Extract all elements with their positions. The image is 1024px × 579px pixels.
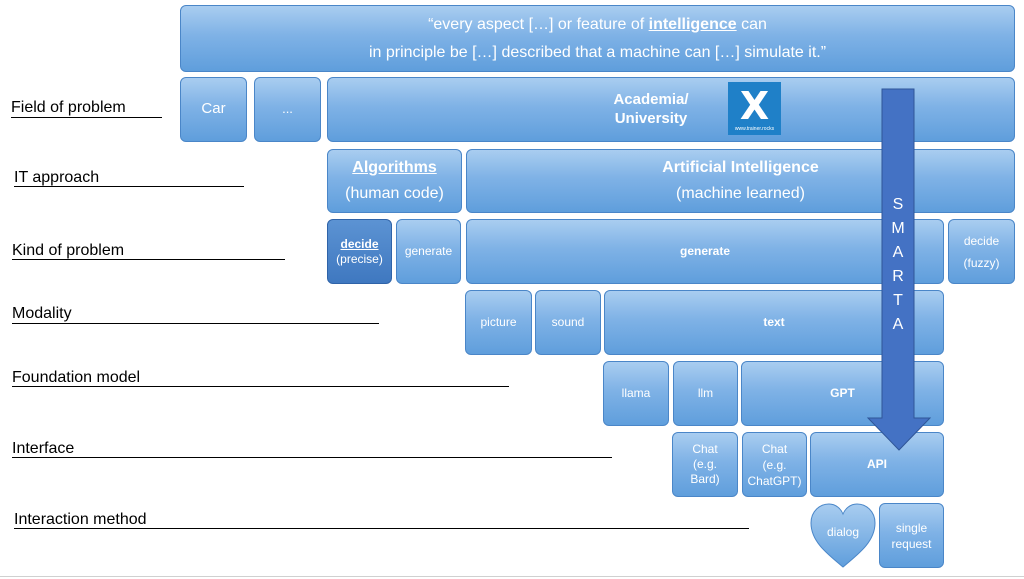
box-car-label: Car	[201, 100, 226, 118]
box-chat-bard: Chat (e.g. Bard)	[672, 432, 738, 497]
box-decide-fuzzy-sub: (fuzzy)	[963, 255, 1000, 270]
heart-dialog-shape	[810, 503, 876, 568]
quote-line-1: “every aspect […] or feature of intellig…	[428, 11, 767, 39]
smarta-letter-4: R	[892, 268, 904, 285]
line-field-of-problem	[11, 117, 162, 118]
smarta-letter-1: S	[892, 196, 904, 213]
box-generate-small: generate	[396, 219, 461, 284]
bottom-border	[0, 576, 1024, 577]
box-artificial-intelligence: Artificial Intelligence (machine learned…	[466, 149, 1015, 213]
box-llm: llm	[673, 361, 738, 426]
trainer-rocks-logo: X www.trainer.rocks	[728, 82, 781, 135]
box-ai-sub: (machine learned)	[676, 185, 805, 202]
line-foundation-model	[12, 386, 509, 387]
box-algorithms-title: Algorithms	[352, 159, 437, 176]
quote-line-1-post: can	[736, 15, 767, 33]
smarta-letter-2: M	[891, 220, 905, 237]
box-ai-title: Artificial Intelligence	[662, 159, 819, 176]
box-chat-chatgpt-l2: (e.g.	[762, 457, 787, 472]
label-kind-of-problem: Kind of problem	[12, 242, 125, 259]
line-interaction-method	[14, 528, 749, 529]
box-more: ...	[254, 77, 321, 142]
box-llama-label: llama	[621, 386, 651, 400]
line-kind-of-problem	[12, 259, 285, 260]
box-decide-fuzzy: decide (fuzzy)	[948, 219, 1015, 284]
box-decide-fuzzy-title: decide	[963, 233, 1000, 248]
box-api-label: API	[866, 457, 887, 471]
label-interface: Interface	[12, 440, 75, 457]
box-decide-title: decide	[340, 236, 379, 251]
box-picture: picture	[465, 290, 532, 355]
box-chat-chatgpt: Chat (e.g. ChatGPT)	[742, 432, 807, 497]
box-algorithms-sub: (human code)	[345, 185, 444, 202]
box-text-label: text	[763, 315, 785, 329]
box-single-request-l1: single	[895, 520, 928, 535]
smarta-arrow	[866, 88, 932, 451]
box-llama: llama	[603, 361, 669, 426]
line-interface	[12, 457, 612, 458]
box-single-request-l2: request	[891, 536, 932, 551]
logo-url: www.trainer.rocks	[734, 125, 775, 132]
quote-keyword-intelligence: intelligence	[648, 15, 737, 33]
label-interaction-method: Interaction method	[14, 511, 147, 528]
box-gpt-label: GPT	[830, 386, 855, 400]
box-generate-big-label: generate	[679, 244, 731, 258]
box-chat-bard-l3: Bard)	[690, 472, 720, 486]
box-academia-line2: University	[614, 109, 688, 127]
smarta-letter-6: A	[892, 316, 904, 333]
box-sound: sound	[535, 290, 601, 355]
box-chat-bard-l2: (e.g.	[692, 457, 717, 471]
box-generate-big: generate	[466, 219, 944, 284]
smarta-letter-3: A	[892, 244, 904, 261]
box-algorithms: Algorithms (human code)	[327, 149, 462, 213]
quote-banner: “every aspect […] or feature of intellig…	[180, 5, 1015, 72]
box-more-label: ...	[282, 101, 293, 117]
label-it-approach: IT approach	[14, 169, 100, 186]
box-chat-chatgpt-l1: Chat	[761, 441, 788, 456]
box-car: Car	[180, 77, 247, 142]
box-picture-label: picture	[480, 315, 517, 329]
quote-line-1-pre: “every aspect […] or feature of	[428, 15, 649, 33]
box-api: API	[810, 432, 944, 497]
box-academia-line1: Academia/	[613, 90, 689, 108]
line-it-approach	[14, 186, 244, 187]
label-field-of-problem: Field of problem	[11, 99, 126, 116]
box-decide-sub: (precise)	[336, 251, 383, 266]
box-llm-label: llm	[697, 386, 714, 400]
logo-mark: X	[739, 83, 770, 128]
heart-dialog-label: dialog	[826, 525, 860, 539]
box-chat-chatgpt-l3: ChatGPT)	[747, 473, 802, 488]
box-sound-label: sound	[551, 315, 585, 329]
line-modality	[12, 323, 379, 324]
smarta-letter-5: T	[893, 292, 903, 309]
box-decide-precise: decide (precise)	[327, 219, 392, 284]
box-chat-bard-l1: Chat	[692, 442, 718, 456]
box-generate-small-label: generate	[404, 244, 453, 258]
label-modality: Modality	[12, 305, 72, 322]
smarta-letters: S M A R T A	[888, 193, 908, 337]
box-single-request: single request	[879, 503, 944, 568]
label-foundation-model: Foundation model	[12, 369, 141, 386]
quote-line-2: in principle be […] described that a mac…	[368, 43, 827, 61]
